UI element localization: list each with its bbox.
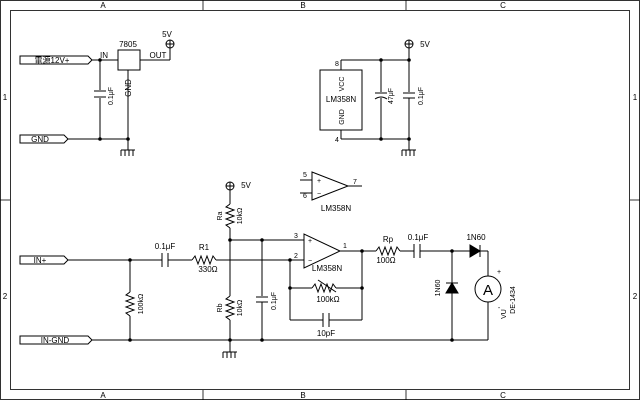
frame-col-c-bottom: C bbox=[500, 391, 506, 400]
supply-capacitor-47uf: 47μF bbox=[374, 88, 395, 104]
frame-col-a-top: A bbox=[100, 1, 106, 10]
in-gnd-port: IN-GND bbox=[19, 335, 93, 345]
meter-name: VU bbox=[501, 309, 508, 319]
input-cap-value: 0.1μF bbox=[155, 242, 176, 251]
meter-symbol: A bbox=[483, 282, 493, 299]
ground-symbol-amp bbox=[222, 351, 237, 358]
rb-value: 10kΩ bbox=[237, 300, 244, 317]
output-wires bbox=[420, 249, 489, 342]
amp-vcc-label: 5V bbox=[241, 181, 251, 190]
main-opamp: + − 3 2 1 LM358N bbox=[292, 233, 347, 273]
opamp-plus: + bbox=[308, 238, 312, 245]
feedback-network: 100kΩ 10pF bbox=[288, 249, 376, 338]
unused-pin6: 6 bbox=[303, 193, 307, 200]
supply-vcc-label: 5V bbox=[420, 40, 430, 49]
supply-pin8: 8 bbox=[335, 61, 339, 68]
unused-pin5: 5 bbox=[303, 172, 307, 179]
bias-divider: Ra 10kΩ Rb 10kΩ bbox=[217, 190, 292, 352]
diode-series-label: 1N60 bbox=[466, 233, 486, 242]
regulator-capacitor: 0.1μF bbox=[94, 87, 115, 105]
ground-symbol-regulator bbox=[120, 149, 135, 156]
regulator-cap-value: 0.1μF bbox=[108, 87, 115, 105]
vcc-symbol-amp: 5V bbox=[225, 181, 252, 191]
opamp-pin2: 2 bbox=[294, 253, 298, 260]
opamp-supply-wires bbox=[340, 48, 411, 150]
rp-value: 100Ω bbox=[376, 256, 395, 265]
supply-cap1-value: 47μF bbox=[388, 88, 395, 104]
bias-capacitor: 0.1μF bbox=[256, 292, 278, 310]
supply-chip-name: LM358N bbox=[326, 95, 356, 104]
regulator-vout-label: 5V bbox=[162, 30, 172, 39]
frame-row-1-right: 1 bbox=[633, 93, 638, 102]
meter-model: DE-1434 bbox=[510, 286, 517, 314]
input-resistor-value: 100kΩ bbox=[138, 294, 145, 314]
feedback-cap-value: 10pF bbox=[317, 329, 335, 338]
in-gnd-label: IN-GND bbox=[41, 336, 70, 345]
resistor-r1: R1 330Ω bbox=[191, 243, 292, 274]
meter-minus: - bbox=[498, 305, 501, 312]
supply-pin-gnd: GND bbox=[339, 109, 346, 125]
unused-opamp: + − 5 6 7 LM358N bbox=[300, 171, 362, 213]
r1-value: 330Ω bbox=[198, 265, 217, 274]
power-input-port: 電源12V+ bbox=[19, 55, 93, 65]
power-input-label: 電源12V+ bbox=[35, 56, 70, 65]
unused-plus: + bbox=[317, 178, 321, 185]
frame-row-2-right: 2 bbox=[633, 292, 638, 301]
frame-col-c-top: C bbox=[500, 1, 506, 10]
gnd-port: GND bbox=[19, 134, 69, 144]
in-plus-label: IN+ bbox=[34, 256, 47, 265]
unused-minus: − bbox=[317, 191, 321, 198]
vu-meter: A + - VU DE-1434 bbox=[474, 269, 517, 319]
frame-col-a-bottom: A bbox=[100, 391, 106, 400]
r1-name: R1 bbox=[199, 243, 210, 252]
frame-col-b-bottom: B bbox=[300, 391, 305, 400]
input-capacitor: 0.1μF bbox=[155, 242, 176, 267]
ra-value: 10kΩ bbox=[237, 208, 244, 225]
frame-col-b-top: B bbox=[300, 1, 305, 10]
diode-1n60-series: 1N60 bbox=[466, 233, 486, 258]
feedback-resistor-value: 100kΩ bbox=[316, 295, 339, 304]
opamp-minus: − bbox=[308, 258, 312, 265]
regulator-pin-out: OUT bbox=[150, 51, 167, 60]
supply-capacitor-01uf: 0.1μF bbox=[403, 87, 425, 105]
vcc-symbol-regulator: 5V bbox=[162, 30, 175, 49]
diode-shunt-label: 1N60 bbox=[435, 280, 442, 297]
ground-symbol-supply bbox=[401, 149, 416, 156]
output-capacitor: 0.1μF bbox=[408, 233, 429, 258]
opamp-pin3: 3 bbox=[294, 233, 298, 240]
input-wires bbox=[68, 258, 452, 342]
rb-name: Rb bbox=[217, 303, 224, 312]
supply-cap2-value: 0.1μF bbox=[418, 87, 425, 105]
supply-pin4: 4 bbox=[335, 137, 339, 144]
bias-cap-value: 0.1μF bbox=[271, 292, 278, 310]
unused-pin7: 7 bbox=[353, 179, 357, 186]
input-resistor-100k: 100kΩ bbox=[124, 291, 145, 317]
ra-name: Ra bbox=[217, 211, 224, 220]
rp-name: Rp bbox=[383, 235, 394, 244]
output-cap-value: 0.1μF bbox=[408, 233, 429, 242]
in-plus-port: IN+ bbox=[19, 255, 69, 265]
frame-row-2-left: 2 bbox=[3, 292, 8, 301]
gnd-port-label: GND bbox=[31, 135, 49, 144]
regulator-pin-in: IN bbox=[100, 51, 108, 60]
opamp-pin1: 1 bbox=[343, 243, 347, 250]
regulator-name: 7805 bbox=[119, 40, 137, 49]
resistor-rp: Rp 100Ω bbox=[375, 235, 414, 265]
meter-plus: + bbox=[497, 269, 501, 276]
supply-pin-vcc: VCC bbox=[339, 77, 346, 92]
unused-chip-name: LM358N bbox=[321, 204, 351, 213]
vcc-symbol-supply: 5V bbox=[404, 39, 431, 49]
frame-row-1-left: 1 bbox=[3, 93, 8, 102]
diode-1n60-shunt: 1N60 bbox=[435, 280, 459, 297]
opamp-chip-name: LM358N bbox=[312, 264, 342, 273]
regulator-wires bbox=[68, 48, 171, 150]
